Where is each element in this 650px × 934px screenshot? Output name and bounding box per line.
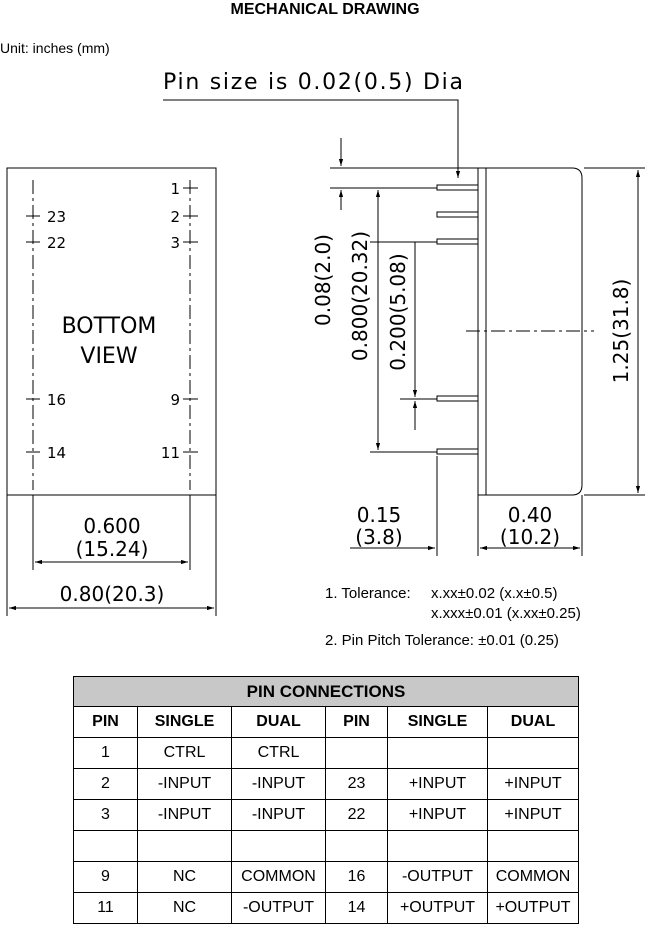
- length-dim-text: 1.25(31.8): [609, 279, 633, 384]
- header-pin: PIN: [73, 706, 138, 738]
- pin-1-side: [436, 184, 479, 191]
- header-single-2: SINGLE: [387, 706, 488, 738]
- pin-len-inch: 0.15: [357, 503, 402, 527]
- body-width-text: 0.80(20.3): [60, 582, 165, 606]
- pin-pitch-dim-text: 0.200(5.08): [386, 253, 410, 370]
- table-row: 3 -INPUT -INPUT 22 +INPUT +INPUT: [73, 799, 580, 831]
- pitch-tolerance: 2. Pin Pitch Tolerance: ±0.01 (0.25): [325, 632, 559, 649]
- pin-label-16: 16: [47, 391, 66, 409]
- bottom-view-outline: [6, 167, 217, 496]
- height-mm: (10.2): [500, 525, 560, 549]
- table-cell: NC: [137, 861, 232, 893]
- table-cell: [325, 737, 388, 769]
- table-cell: 9: [73, 861, 138, 893]
- bottom-label: BOTTOM: [62, 314, 157, 339]
- pin-width-mm: (15.24): [76, 537, 149, 561]
- table-cell: -OUTPUT: [387, 861, 488, 893]
- table-cell: [387, 737, 488, 769]
- table-cell: COMMON: [231, 861, 326, 893]
- table-cell: [137, 830, 232, 862]
- table-cell: CTRL: [231, 737, 326, 769]
- pin-size-text: Pin size is 0.02(0.5) Dia: [163, 70, 463, 95]
- table-cell: 3: [73, 799, 138, 831]
- pin-label-11: 11: [161, 444, 180, 462]
- tolerance-line-1: x.xx±0.02 (x.x±0.5): [431, 585, 558, 602]
- pin-len-mm: (3.8): [355, 525, 402, 549]
- pin-size-leader: [163, 99, 461, 178]
- table-cell: [73, 830, 138, 862]
- table-row: 11 NC -OUTPUT 14 +OUTPUT +OUTPUT: [73, 892, 580, 924]
- table-cell: [486, 830, 580, 862]
- pin-span-dim-text: 0.800(20.32): [348, 231, 372, 361]
- unit-label: Unit: inches (mm): [0, 40, 110, 56]
- table-cell: 2: [73, 768, 138, 800]
- table-cell: COMMON: [486, 861, 580, 893]
- table-cell: +INPUT: [387, 799, 488, 831]
- table-caption: PIN CONNECTIONS: [72, 676, 580, 707]
- table-cell: +OUTPUT: [486, 892, 580, 924]
- table-cell: -INPUT: [137, 768, 232, 800]
- table-row: 9 NC COMMON 16 -OUTPUT COMMON: [73, 861, 580, 893]
- pin-label-14: 14: [47, 444, 66, 462]
- pin-width-inch: 0.600: [83, 514, 140, 538]
- table-cell: [325, 830, 388, 862]
- table-cell: +INPUT: [387, 768, 488, 800]
- table-cell: -OUTPUT: [231, 892, 326, 924]
- table-cell: 22: [325, 799, 388, 831]
- header-dual-2: DUAL: [486, 706, 580, 738]
- pin-label-2: 2: [170, 208, 180, 226]
- table-cell: -INPUT: [231, 768, 326, 800]
- table-cell: -INPUT: [137, 799, 232, 831]
- table-cell: [231, 830, 326, 862]
- table-cell: 16: [325, 861, 388, 893]
- table-cell: 14: [325, 892, 388, 924]
- pin-label-22: 22: [47, 234, 66, 252]
- table-cell: +INPUT: [486, 768, 580, 800]
- header-single: SINGLE: [137, 706, 232, 738]
- table-row: 2 -INPUT -INPUT 23 +INPUT +INPUT: [73, 768, 580, 800]
- pin-connections-table: PIN CONNECTIONS PIN SINGLE DUAL PIN SING…: [72, 676, 580, 924]
- pin-label-23: 23: [47, 208, 66, 226]
- table-row: [73, 830, 580, 862]
- side-view-body: [477, 167, 583, 496]
- table-cell: 11: [73, 892, 138, 924]
- table-cell: -INPUT: [231, 799, 326, 831]
- table-cell: NC: [137, 892, 232, 924]
- first-pin-dim-text: 0.08(2.0): [311, 234, 335, 326]
- table-header-row: PIN SINGLE DUAL PIN SINGLE DUAL: [73, 706, 580, 738]
- pin-label-3: 3: [170, 234, 180, 252]
- header-pin-2: PIN: [325, 706, 388, 738]
- table-cell: +INPUT: [486, 799, 580, 831]
- table-cell: +OUTPUT: [387, 892, 488, 924]
- tolerance-line-2: x.xxx±0.01 (x.xx±0.25): [431, 605, 581, 622]
- table-row: 1 CTRL CTRL: [73, 737, 580, 769]
- view-label: VIEW: [80, 344, 137, 369]
- mechanical-drawing: Pin size is 0.02(0.5) Dia BOTTOM VIEW 23…: [6, 70, 645, 616]
- height-inch: 0.40: [508, 503, 553, 527]
- table-cell: [387, 830, 488, 862]
- pin-label-1: 1: [170, 180, 180, 198]
- table-cell: [486, 737, 580, 769]
- table-cell: 23: [325, 768, 388, 800]
- tolerance-label: 1. Tolerance:: [325, 585, 411, 602]
- pin-label-9: 9: [170, 391, 180, 409]
- header-dual: DUAL: [231, 706, 326, 738]
- table-cell: CTRL: [137, 737, 232, 769]
- page-title: MECHANICAL DRAWING: [230, 1, 420, 18]
- table-cell: 1: [73, 737, 138, 769]
